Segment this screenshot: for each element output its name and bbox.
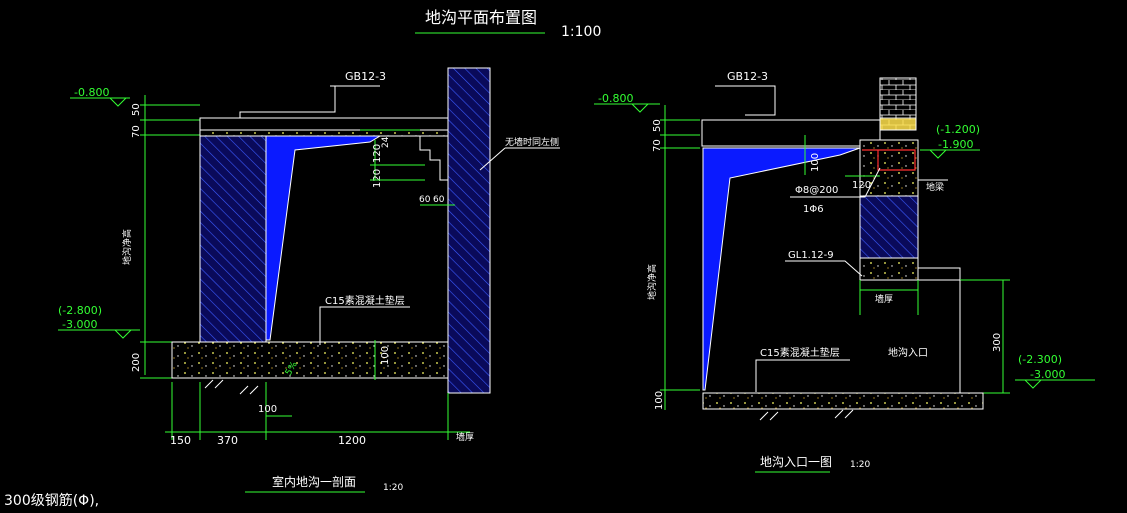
right-dim-300: 300 bbox=[992, 333, 1003, 352]
left-depth-label: 地沟净高 bbox=[121, 229, 133, 265]
left-dim-120b: 120 bbox=[372, 169, 383, 188]
right-section: -0.800 50 70 100 地沟净高 GB12-3 100 120 Φ8@… bbox=[594, 70, 1095, 473]
left-dim-24: 24 bbox=[381, 136, 391, 148]
left-dim-60a: 60 bbox=[419, 195, 431, 205]
left-dim-100-bottom: 100 bbox=[258, 404, 277, 415]
left-dim-100-side: 100 bbox=[380, 346, 391, 365]
right-elev-mid-b: -1.900 bbox=[938, 138, 973, 151]
left-elev-top: -0.800 bbox=[74, 86, 109, 99]
main-title: 地沟平面布置图 bbox=[425, 8, 537, 27]
right-rebar-a: Φ8@200 bbox=[795, 185, 838, 196]
left-section: -0.800 50 70 200 地沟净高 GB12-3 24 120 120 bbox=[58, 67, 560, 493]
left-title: 室内地沟一剖面 bbox=[272, 474, 356, 489]
right-dim-120: 120 bbox=[852, 180, 871, 191]
right-elev-top: -0.800 bbox=[598, 92, 633, 105]
right-title: 地沟入口一图 bbox=[760, 455, 832, 469]
left-wall-thickness: 墙厚 bbox=[456, 431, 474, 443]
left-dim-70: 70 bbox=[131, 125, 142, 138]
right-beam-tag: 地梁 bbox=[926, 181, 944, 193]
right-wall-thickness: 墙厚 bbox=[875, 293, 893, 305]
right-entrance-label: 地沟入口 bbox=[888, 346, 928, 359]
left-dim-200: 200 bbox=[131, 353, 142, 372]
right-elev-bottom-a: (-2.300) bbox=[1018, 353, 1062, 366]
left-dim-120a: 120 bbox=[372, 144, 383, 163]
right-elev-bottom-b: -3.000 bbox=[1030, 368, 1065, 381]
right-dim-70: 70 bbox=[652, 139, 663, 152]
right-depth-label: 地沟净高 bbox=[646, 264, 658, 300]
left-scale: 1:20 bbox=[383, 483, 403, 493]
right-dim-100: 100 bbox=[810, 153, 821, 172]
left-dim-150: 150 bbox=[170, 434, 191, 447]
left-dim-60b: 60 bbox=[433, 195, 445, 205]
right-dim-50: 50 bbox=[652, 119, 663, 132]
left-base-label: C15素混凝土垫层 bbox=[325, 294, 405, 307]
main-scale: 1:100 bbox=[561, 24, 601, 40]
right-beam-label: GL1.12-9 bbox=[788, 250, 834, 261]
right-base-label: C15素混凝土垫层 bbox=[760, 346, 840, 359]
header: 地沟平面布置图 1:100 bbox=[415, 8, 601, 40]
left-cover-label: GB12-3 bbox=[345, 70, 386, 83]
right-dim-100-bottom: 100 bbox=[654, 391, 665, 410]
footer-note: 300级钢筋(Φ), bbox=[4, 492, 99, 509]
right-rebar-b: 1Φ6 bbox=[803, 204, 824, 215]
right-elev-mid-a: (-1.200) bbox=[936, 123, 980, 136]
left-elev-bottom-a: (-2.800) bbox=[58, 304, 102, 317]
left-dim-1200: 1200 bbox=[338, 434, 366, 447]
right-cover-label: GB12-3 bbox=[727, 70, 768, 83]
right-scale: 1:20 bbox=[850, 460, 870, 470]
left-dim-50: 50 bbox=[131, 103, 142, 116]
left-elev-bottom-b: -3.000 bbox=[62, 318, 97, 331]
left-dim-370: 370 bbox=[217, 434, 238, 447]
left-wall-note: 无墙时同左侧 bbox=[505, 136, 559, 148]
